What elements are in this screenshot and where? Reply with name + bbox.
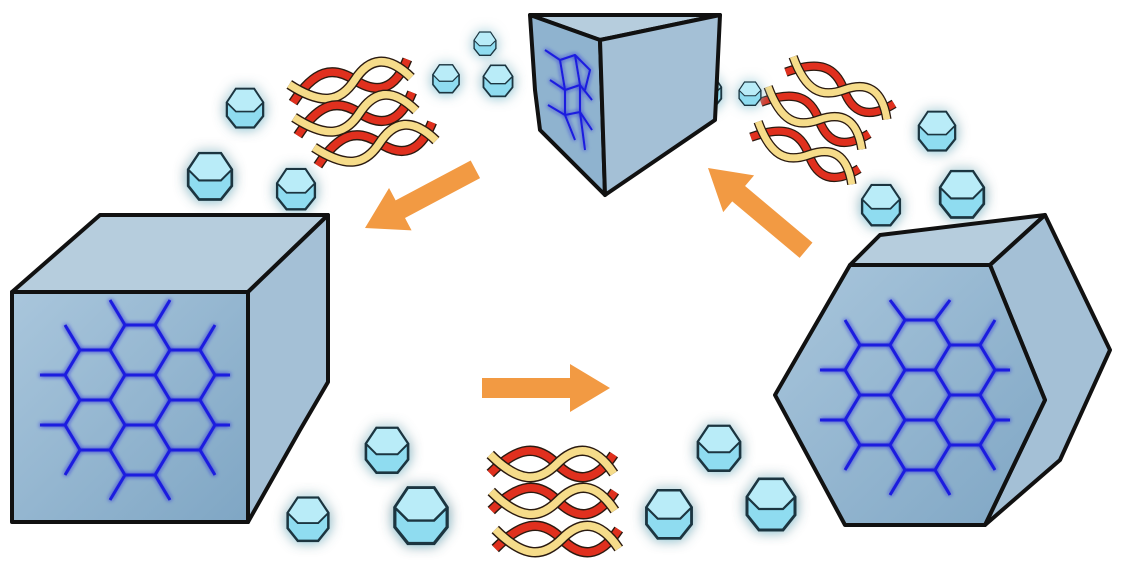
hexagon-crystal-icon <box>432 64 460 94</box>
ribbon-group-top-right <box>749 54 895 188</box>
hexagonal-prism <box>773 213 1112 527</box>
twisted-ribbon-icon <box>784 54 895 123</box>
hexagon-crystal-icon <box>745 477 797 532</box>
twisted-ribbon-icon <box>749 119 860 188</box>
twisted-ribbon-icon <box>490 451 614 477</box>
arrow-to-triangular-prism <box>708 168 813 258</box>
hexagon-crystal-icon <box>275 167 317 211</box>
hexagon-crystal-icon <box>696 424 742 473</box>
hexagon-crystal-icon <box>860 183 902 227</box>
hexagon-crystal-icon <box>738 81 762 106</box>
twisted-ribbon-icon <box>313 119 436 169</box>
hexagon-crystal-icon <box>482 64 514 98</box>
hexagon-crystal-icon <box>393 486 449 546</box>
twisted-ribbon-icon <box>495 526 619 552</box>
ribbon-group-top-left <box>288 56 436 169</box>
hexagon-crystal-icon <box>473 31 497 56</box>
twisted-ribbon-icon <box>491 488 615 514</box>
hexprism-lattice <box>820 299 1010 496</box>
cube <box>10 213 330 524</box>
arrow-to-cube <box>365 160 481 231</box>
arrow-to-hexagonal-prism <box>482 364 610 412</box>
prism-left-face <box>528 13 607 197</box>
cube-lattice <box>40 299 230 501</box>
hexagon-crystal-icon <box>225 87 265 129</box>
hexagon-crystal-icon <box>938 169 986 219</box>
prism-lattice <box>544 49 593 151</box>
process-arrows <box>365 160 813 412</box>
hexagon-crystal-icon <box>286 496 330 543</box>
hexagon-crystal-icon <box>917 110 957 152</box>
prism-right-face <box>598 13 722 197</box>
hexagon-crystal-icon <box>364 426 410 475</box>
triangular-prism <box>528 13 722 197</box>
ribbon-group-bottom <box>490 451 619 552</box>
hexprism-front-face <box>773 263 1047 527</box>
hexagon-crystal-icon <box>645 489 693 540</box>
hexagon-crystal-icon <box>186 151 234 201</box>
